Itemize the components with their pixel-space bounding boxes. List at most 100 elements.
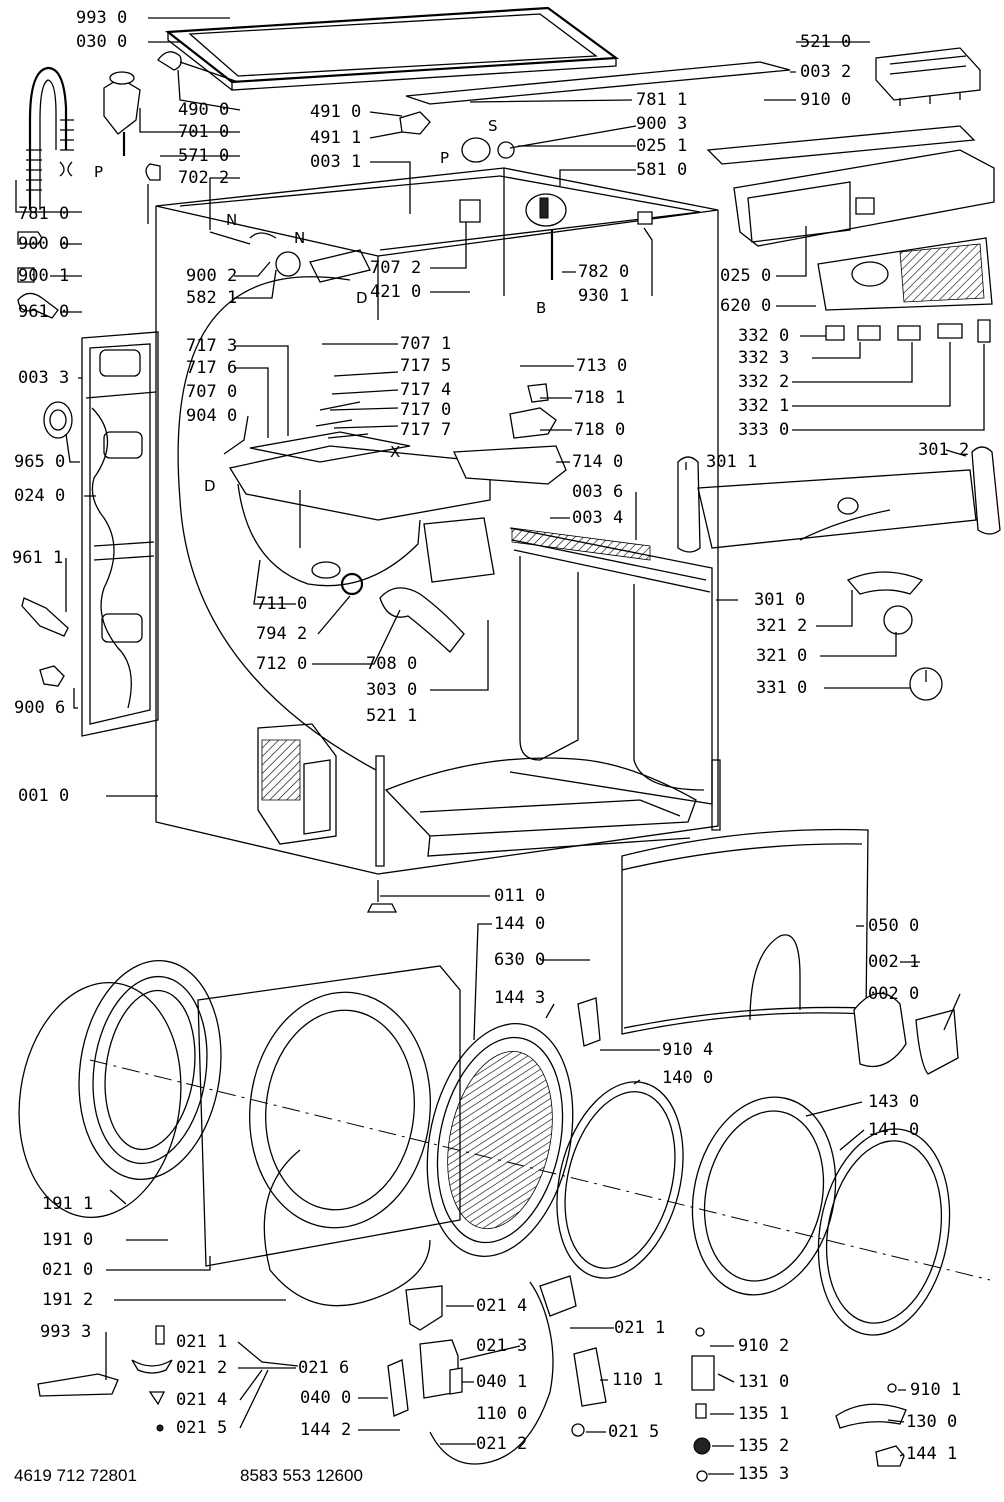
label-321-2: 321 2 — [756, 616, 808, 636]
label-303-0: 303 0 — [366, 680, 418, 700]
letter-n-mid: N — [294, 229, 306, 247]
label-301-0: 301 0 — [754, 590, 806, 610]
label-712-0: 712 0 — [256, 654, 308, 674]
label-003-3: 003 3 — [18, 368, 70, 388]
inner-frame — [386, 528, 712, 856]
front-panel — [622, 830, 868, 1034]
label-025-1: 025 1 — [636, 136, 688, 156]
label-910-0: 910 0 — [800, 90, 852, 110]
clamp-900-3 — [462, 138, 490, 162]
label-581-0: 581 0 — [636, 160, 688, 180]
center-axis — [90, 1060, 990, 1280]
label-332-0: 332 0 — [738, 326, 790, 346]
label-910-2: 910 2 — [738, 1336, 790, 1356]
label-143-0: 143 0 — [868, 1092, 920, 1112]
pressure-switch — [460, 194, 652, 280]
label-421-0: 421 0 — [370, 282, 422, 302]
label-040-1: 040 1 — [476, 1372, 528, 1392]
clamp-025-1 — [498, 142, 514, 158]
handle-cover-110-1 — [574, 1348, 606, 1406]
bracket-021-4 — [406, 1286, 442, 1330]
label-910-4: 910 4 — [662, 1040, 714, 1060]
washer-135-3 — [697, 1471, 707, 1481]
label-144-3: 144 3 — [494, 988, 546, 1008]
label-021-2-b: 021 2 — [476, 1434, 528, 1454]
knob-cap-321 — [884, 606, 912, 634]
label-002-0: 002 0 — [868, 984, 920, 1004]
label-050-0: 050 0 — [868, 916, 920, 936]
label-491-0: 491 0 — [310, 102, 362, 122]
label-717-6: 717 6 — [186, 358, 238, 378]
label-011-0: 011 0 — [494, 886, 546, 906]
label-021-5-a: 021 5 — [176, 1418, 228, 1438]
letter-p-mid: P — [440, 149, 450, 167]
nut-135-2 — [694, 1438, 710, 1454]
small-clips-left — [18, 232, 58, 318]
lock-131 — [692, 1356, 714, 1390]
label-961-0: 961 0 — [18, 302, 70, 322]
label-001-0: 001 0 — [18, 786, 70, 806]
label-141-0: 141 0 — [868, 1120, 920, 1140]
screw-910-1 — [888, 1384, 896, 1392]
label-965-0: 965 0 — [14, 452, 66, 472]
label-025-0: 025 0 — [720, 266, 772, 286]
letter-s: S — [488, 117, 498, 135]
control-fascia-301 — [678, 447, 1000, 552]
detergent-housing — [230, 432, 494, 586]
lock-switch-961 — [22, 598, 68, 636]
label-140-0: 140 0 — [662, 1068, 714, 1088]
label-021-0: 021 0 — [42, 1260, 94, 1280]
valve-parts-718 — [510, 384, 556, 438]
label-191-0: 191 0 — [42, 1230, 94, 1250]
clip-900-6 — [40, 666, 64, 686]
label-021-3: 021 3 — [476, 1336, 528, 1356]
label-718-0: 718 0 — [574, 420, 626, 440]
inlet-hose-702 — [210, 232, 276, 244]
hose-491 — [400, 112, 430, 134]
label-021-1-b: 021 1 — [614, 1318, 666, 1338]
label-900-1: 900 1 — [18, 266, 70, 286]
label-717-4: 717 4 — [400, 380, 452, 400]
label-332-1: 332 1 — [738, 396, 790, 416]
door-seal-144 — [407, 1010, 593, 1270]
label-002-1: 002 1 — [868, 952, 920, 972]
handle-110 — [540, 1276, 576, 1316]
springs-717 — [316, 402, 368, 438]
label-702-2: 702 2 — [178, 168, 230, 188]
label-191-1: 191 1 — [42, 1194, 94, 1214]
door-lock-965-inner — [50, 410, 66, 430]
label-490-0: 490 0 — [178, 100, 230, 120]
tool-993-3 — [38, 1374, 118, 1396]
label-003-4: 003 4 — [572, 508, 624, 528]
label-714-0: 714 0 — [572, 452, 624, 472]
top-cover — [158, 8, 616, 90]
label-332-3: 332 3 — [738, 348, 790, 368]
filter-box — [258, 724, 336, 844]
cabinet — [156, 168, 720, 874]
label-630-0: 630 0 — [494, 950, 546, 970]
label-003-2: 003 2 — [800, 62, 852, 82]
lever-130 — [836, 1404, 906, 1428]
label-794-2: 794 2 — [256, 624, 308, 644]
hose-group — [26, 68, 74, 210]
label-332-2: 332 2 — [738, 372, 790, 392]
foot-011 — [368, 904, 396, 912]
label-717-0: 717 0 — [400, 400, 452, 420]
label-900-3: 900 3 — [636, 114, 688, 134]
label-321-0: 321 0 — [756, 646, 808, 666]
control-module-521 — [876, 48, 980, 106]
label-521-0: 521 0 — [800, 32, 852, 52]
label-711-0: 711 0 — [256, 594, 308, 614]
label-144-0: 144 0 — [494, 914, 546, 934]
clip-021-2 — [132, 1360, 172, 1373]
valve-900-2 — [276, 252, 300, 276]
door-hinge-002 — [854, 993, 958, 1074]
letter-d-left: D — [204, 477, 216, 495]
label-301-1: 301 1 — [706, 452, 758, 472]
door-lock-965 — [44, 402, 72, 438]
label-717-7: 717 7 — [400, 420, 452, 440]
label-713-0: 713 0 — [576, 356, 628, 376]
label-904-0: 904 0 — [186, 406, 238, 426]
label-021-1-a: 021 1 — [176, 1332, 228, 1352]
